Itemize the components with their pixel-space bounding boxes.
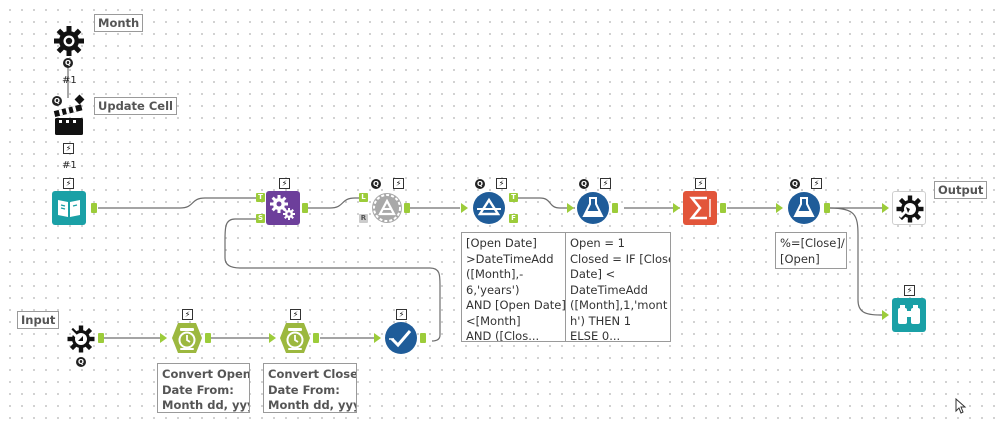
output-anchor[interactable] [302,203,308,213]
formula1-annotation: Open = 1 Closed = IF [Close Date] < Date… [565,232,671,342]
lightning-badge: ⚡ [290,309,301,320]
input-anchor[interactable] [882,310,889,320]
output-anchor[interactable] [313,333,319,343]
connector-select-join [305,197,360,209]
month-label: Month [94,14,144,32]
formula-tool-1[interactable] [576,191,610,225]
question-badge: Q [579,179,589,189]
lightning-badge: ⚡ [182,309,193,320]
month-counter: #1 [62,75,77,86]
connector-filter-formula [518,197,575,209]
filter-icon [473,192,505,224]
input-macro-tool[interactable] [64,322,98,356]
convert-close-annotation: Convert Close Date From: Month dd, yyyy [263,363,357,413]
output-anchor[interactable] [720,203,726,213]
input-anchor[interactable] [776,203,783,213]
lightning-badge: ⚡ [63,143,74,154]
lightning-badge: ⚡ [279,178,290,189]
question-badge: Q [52,96,62,106]
datetime-tool-open[interactable] [170,321,204,355]
lightning-badge: ⚡ [393,178,404,189]
output-anchor[interactable] [404,203,410,213]
connector-formula2-browse [829,207,884,316]
mouse-cursor-icon [955,398,967,414]
book-input-tool[interactable] [52,191,86,225]
input-anchor[interactable] [374,333,381,343]
input-anchor-l[interactable]: L [359,193,368,202]
question-badge: Q [76,357,86,367]
update-cell-label: Update Cell [94,97,177,115]
convert-open-annotation: Convert Open Date From: Month dd, yyyy [157,363,250,413]
flask-icon [788,192,820,224]
checkmark-icon [385,322,417,354]
multi-field-tool[interactable] [266,191,300,225]
question-badge: Q [790,179,800,189]
input-anchor[interactable] [461,203,468,213]
output-anchor[interactable] [420,333,426,343]
output-anchor-t[interactable]: T [509,193,518,202]
output-anchor[interactable] [91,203,97,213]
binoculars-icon [898,305,920,324]
summarize-tool[interactable] [683,191,717,225]
input-anchor[interactable] [269,333,276,343]
input-anchor-s[interactable]: S [256,214,265,223]
connector-loop [224,218,441,342]
book-icon [58,200,80,217]
input-anchor[interactable] [567,203,574,213]
join-tool[interactable] [370,191,404,225]
output-anchor[interactable] [824,203,830,213]
filter-tool[interactable] [472,191,506,225]
lightning-badge: ⚡ [904,285,915,296]
question-badge: Q [63,58,73,68]
gears-icon [270,195,295,220]
input-anchor[interactable] [673,203,680,213]
output-label: Output [934,181,988,199]
input-anchor-r[interactable]: R [359,214,368,223]
lightning-badge: ⚡ [695,178,706,189]
update-cell-action-tool[interactable] [52,104,86,138]
gear-icon [54,26,84,56]
input-anchor-t[interactable]: T [256,193,265,202]
input-anchor[interactable] [160,333,167,343]
gear-output-icon [896,195,924,223]
clapperboard-icon [53,104,83,135]
lightning-badge: ⚡ [396,309,407,320]
lightning-badge: ⚡ [811,178,822,189]
flask-icon [577,192,609,224]
question-badge: Q [371,179,381,189]
output-anchor-f[interactable]: F [509,214,518,223]
input-anchor[interactable] [882,203,889,213]
lightning-badge: ⚡ [600,178,611,189]
select-records-tool[interactable] [384,321,418,355]
month-input-tool[interactable] [52,24,86,58]
browse-tool[interactable] [892,298,926,332]
question-badge: Q [475,179,485,189]
output-anchor[interactable] [612,203,618,213]
gear-input-icon [67,325,95,353]
output-anchor[interactable] [98,333,104,343]
output-anchor[interactable] [205,333,211,343]
formula-tool-2[interactable] [787,191,821,225]
input-label: Input [17,311,60,329]
datetime-tool-close[interactable] [278,321,312,355]
macro-output-tool[interactable] [892,191,926,225]
filter-annotation: [Open Date] >DateTimeAdd ([Month],- 6,'y… [461,232,566,342]
clock-icon [280,323,310,353]
sigma-icon [689,196,711,220]
connector-input-select [98,197,256,209]
lightning-badge: ⚡ [496,178,507,189]
update-cell-counter: #1 [62,160,77,171]
lightning-badge: ⚡ [63,178,74,189]
join-icon [372,193,402,223]
formula2-annotation: %=[Close]/ [Open] [775,232,847,269]
clock-icon [172,323,202,353]
